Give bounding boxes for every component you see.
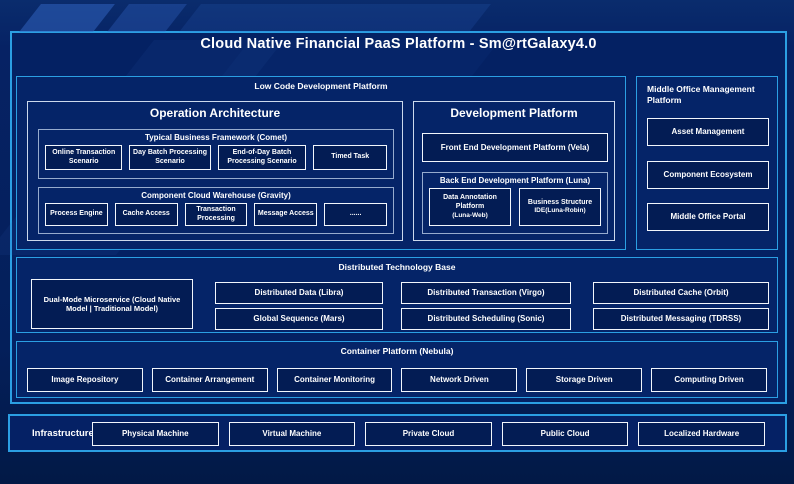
box-private-cloud: Private Cloud <box>365 422 492 446</box>
box-dual-mode-microservice: Dual-Mode Microservice (Cloud Native Mod… <box>31 279 193 329</box>
box-online-transaction-scenario: Online Transaction Scenario <box>45 145 123 170</box>
box-timed-task: Timed Task <box>313 145 387 170</box>
box-distributed-transaction: Distributed Transaction (Virgo) <box>401 282 571 304</box>
box-computing-driven: Computing Driven <box>651 368 767 392</box>
box-physical-machine: Physical Machine <box>92 422 219 446</box>
section-distributed-technology-base: Distributed Technology Base Dual-Mode Mi… <box>16 257 778 333</box>
box-business-structure-ide: Business Structure IDE(Luna-Robin) <box>519 188 601 226</box>
section-label: Low Code Development Platform <box>254 81 388 91</box>
group-title: Typical Business Framework (Comet) <box>144 133 288 142</box>
box-virtual-machine: Virtual Machine <box>228 422 356 446</box>
group-typical-business-framework: Typical Business Framework (Comet) Onlin… <box>38 129 394 179</box>
box-distributed-cache: Distributed Cache (Orbit) <box>593 282 769 304</box>
group-operation-architecture: Operation Architecture Typical Business … <box>27 101 403 241</box>
box-label: Business Structure <box>527 198 593 206</box>
infrastructure-row: Physical Machine Virtual Machine Private… <box>92 422 765 446</box>
group-title: Back End Development Platform (Luna) <box>439 176 591 185</box>
box-process-engine: Process Engine <box>45 203 108 226</box>
page-title: Cloud Native Financial PaaS Platform - S… <box>200 36 597 52</box>
group-title: Development Platform <box>450 106 578 120</box>
box-distributed-scheduling: Distributed Scheduling (Sonic) <box>401 308 571 330</box>
group-development-platform: Development Platform Front End Developme… <box>413 101 615 241</box>
group-component-cloud-warehouse: Component Cloud Warehouse (Gravity) Proc… <box>38 187 394 234</box>
box-sublabel: IDE(Luna-Robin) <box>534 207 586 215</box>
box-sublabel: (Luna-Web) <box>452 211 488 219</box>
box-global-sequence: Global Sequence (Mars) <box>215 308 383 330</box>
box-component-ecosystem: Component Ecosystem <box>647 161 769 189</box>
box-message-access: Message Access <box>254 203 318 226</box>
diagonal-streak <box>179 4 491 32</box>
box-distributed-data: Distributed Data (Libra) <box>215 282 383 304</box>
back-end-row: Data Annotation Platform (Luna-Web) Busi… <box>423 185 607 226</box>
box-asset-management: Asset Management <box>647 118 769 146</box>
section-label: Container Platform (Nebula) <box>340 346 454 356</box>
box-transaction-processing: Transaction Processing <box>184 203 248 226</box>
box-image-repository: Image Repository <box>27 368 143 392</box>
box-cache-access: Cache Access <box>114 203 178 226</box>
group-title: Component Cloud Warehouse (Gravity) <box>141 191 291 200</box>
box-distributed-messaging: Distributed Messaging (TDRSS) <box>593 308 769 330</box>
box-container-monitoring: Container Monitoring <box>276 368 393 392</box>
box-front-end-development-platform: Front End Development Platform (Vela) <box>422 133 608 162</box>
box-network-driven: Network Driven <box>401 368 518 392</box>
box-label: Data Annotation Platform <box>443 194 497 210</box>
group-back-end-development-platform: Back End Development Platform (Luna) Dat… <box>422 172 608 234</box>
box-ellipsis: ...... <box>324 203 387 226</box>
box-middle-office-portal: Middle Office Portal <box>647 203 769 231</box>
box-container-arrangement: Container Arrangement <box>151 368 268 392</box>
typical-business-row: Online Transaction Scenario Day Batch Pr… <box>39 142 393 170</box>
section-middle-office-management-platform: Middle Office Management Platform Asset … <box>636 76 778 250</box>
group-title: Operation Architecture <box>149 106 281 120</box>
section-container-platform: Container Platform (Nebula) Image Reposi… <box>16 341 778 398</box>
section-label: Distributed Technology Base <box>338 262 456 272</box>
box-day-batch-processing-scenario: Day Batch Processing Scenario <box>129 145 211 170</box>
box-public-cloud: Public Cloud <box>501 422 629 446</box>
section-infrastructure: Infrastructure Physical Machine Virtual … <box>8 414 787 452</box>
section-label: Infrastructure <box>32 427 94 439</box>
diagonal-streak <box>107 4 187 32</box>
container-platform-row: Image Repository Container Arrangement C… <box>27 368 767 392</box>
diagonal-streak <box>19 4 115 32</box>
box-localized-hardware: Localized Hardware <box>638 422 765 446</box>
section-low-code-development-platform: Low Code Development Platform Operation … <box>16 76 626 250</box>
box-data-annotation-platform: Data Annotation Platform (Luna-Web) <box>429 188 511 226</box>
box-storage-driven: Storage Driven <box>526 368 643 392</box>
component-cloud-row: Process Engine Cache Access Transaction … <box>39 200 393 226</box>
box-end-of-day-batch-processing-scenario: End-of-Day Batch Processing Scenario <box>217 145 307 170</box>
section-label: Middle Office Management Platform <box>647 84 755 106</box>
